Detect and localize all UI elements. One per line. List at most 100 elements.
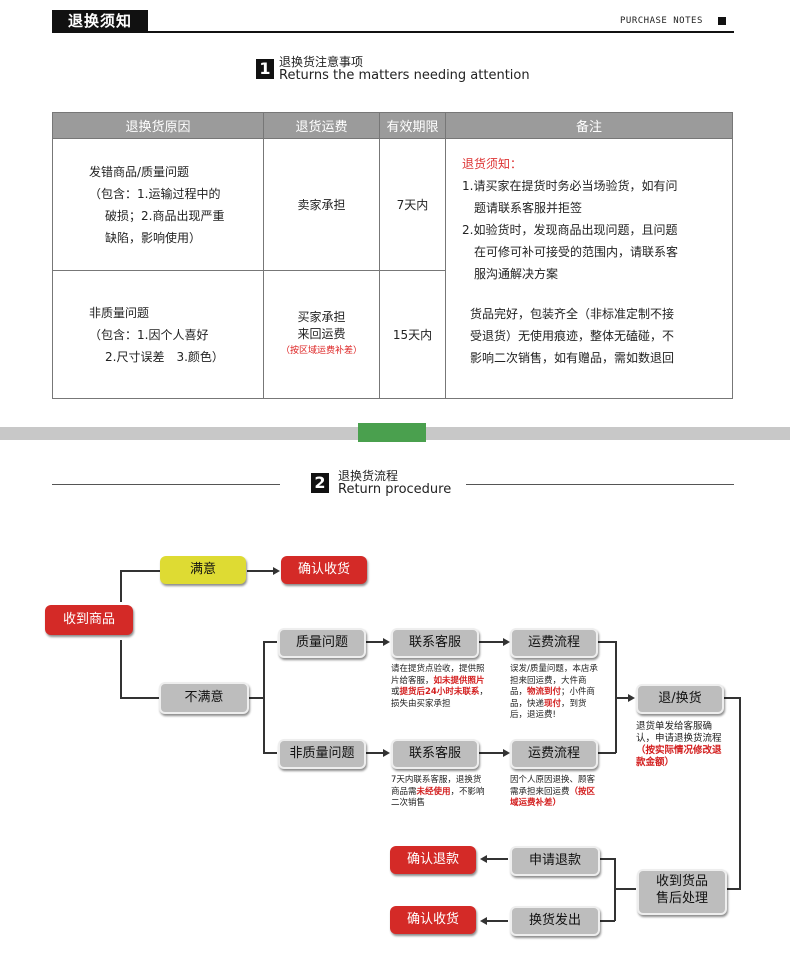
header-square-icon <box>718 17 726 25</box>
desc-fee-nonquality: 因个人原因退换、顾客需承担来回运费（按区域运费补差） <box>510 775 602 810</box>
step-receive-goods: 收到商品 <box>45 605 133 635</box>
step-confirm-refund: 确认退款 <box>390 846 476 874</box>
fee-note: （按区域运费补差） <box>280 346 362 356</box>
connector <box>120 640 122 698</box>
reason-cell: 非质量问题 （包含：1.因个人喜好 2.尺寸误差 3.颜色） <box>52 270 264 399</box>
arrow-right-icon <box>503 749 510 757</box>
connector <box>726 888 741 890</box>
desc-highlight: 未经使用 <box>416 786 451 797</box>
fee-line: 来回运费 <box>297 327 346 341</box>
arrow-left-icon <box>480 917 487 925</box>
table-header-cell: 退货运费 <box>263 112 380 139</box>
desc-return-exchange: 退货单发给客服确认，申请退换货流程（按实际情况修改退款金额） <box>636 721 728 769</box>
desc-contact-quality: 请在提货点验收，提供照片给客服，如未提供照片或提货后24小时未联系，损失由买家承… <box>391 664 491 710</box>
header-title: 退换须知 <box>52 10 148 32</box>
period-cell: 15天内 <box>379 270 446 399</box>
desc-text: 误发/质量问题，本店承担来回运费，大件商品， <box>510 664 598 697</box>
step-contact-service: 联系客服 <box>391 628 479 658</box>
step-unsatisfied: 不满意 <box>159 682 249 714</box>
remarks-line: 在可修可补可接受的范围内，请联系客 <box>474 245 679 259</box>
connector <box>599 920 615 922</box>
table-row: 非质量问题 （包含：1.因个人喜好 2.尺寸误差 3.颜色） 买家承担 来回运费… <box>52 270 733 399</box>
desc-text: ，不影响二次销售 <box>391 786 485 809</box>
section1-title-cn: 退换货注意事项 <box>279 55 364 69</box>
reason-line: 发错商品/质量问题 <box>89 164 190 179</box>
table-header-cell: 备注 <box>445 112 733 139</box>
section2-rule-left <box>52 484 280 485</box>
step-non-quality-issue: 非质量问题 <box>278 739 366 769</box>
step-ship-exchange: 换货发出 <box>510 906 600 936</box>
step-confirm-receipt-top: 确认收货 <box>281 556 367 584</box>
connector <box>263 752 277 754</box>
section2-title-cn: 退换货流程 <box>338 469 399 483</box>
connector <box>599 858 615 860</box>
connector <box>366 641 388 643</box>
desc-fee-quality: 误发/质量问题，本店承担来回运费，大件商品，物流到付；小件商品，快递现付，到货后… <box>510 664 602 722</box>
arrow-right-icon <box>628 694 635 702</box>
reason-line: 破损；2.商品出现严重 <box>105 208 225 223</box>
connector <box>596 641 616 643</box>
desc-text: ，到货后，退运费! <box>510 698 587 721</box>
reason-line: 缺陷，影响使用） <box>105 230 202 245</box>
period-cell: 7天内 <box>379 138 446 271</box>
arrow-left-icon <box>480 855 487 863</box>
connector <box>120 570 122 602</box>
remarks-line: 1.请买家在提货时务必当场验货，如有问 <box>462 179 678 193</box>
section2-rule-right <box>466 484 734 485</box>
step-fee-flow: 运费流程 <box>510 628 598 658</box>
remarks-line: 服沟通解决方案 <box>474 267 559 281</box>
desc-highlight: 如未提供照片 <box>433 675 485 686</box>
desc-text: ；小件商品，快递 <box>510 687 596 709</box>
notes-table: 退换货原因 退货运费 有效期限 备注 发错商品/质量问题 （包含：1.运输过程中… <box>52 112 733 399</box>
header-rule <box>52 31 734 33</box>
connector <box>120 570 160 572</box>
after-sale-line: 收到货品 <box>655 874 708 889</box>
section2-title-en: Return procedure <box>338 482 452 497</box>
reason-line: 非质量问题 <box>89 305 150 320</box>
fee-cell: 买家承担 来回运费 （按区域运费补差） <box>263 270 380 399</box>
table-header-cell: 退换货原因 <box>52 112 264 139</box>
section2-number: 2 <box>311 473 329 493</box>
desc-highlight: 物流到付 <box>527 687 562 697</box>
arrow-right-icon <box>383 749 390 757</box>
connector <box>366 752 388 754</box>
connector <box>486 920 508 922</box>
step-apply-refund: 申请退款 <box>510 846 600 876</box>
desc-text: 7天内联系客服，退换货商品需 <box>391 775 482 797</box>
arrow-right-icon <box>273 567 280 575</box>
desc-highlight: （按区域运费补差） <box>510 786 596 809</box>
table-header-row: 退换货原因 退货运费 有效期限 备注 <box>52 112 733 139</box>
step-satisfied: 满意 <box>160 556 246 584</box>
desc-text: 或 <box>391 687 400 697</box>
arrow-right-icon <box>503 638 510 646</box>
after-sale-line: 售后处理 <box>655 891 708 906</box>
desc-text: 因个人原因退换、顾客需承担来回运费 <box>510 775 596 797</box>
desc-text: 请在提货点验收，提供照片给客服， <box>391 664 485 686</box>
reason-line: 2.尺寸误差 3.颜色） <box>105 349 224 364</box>
remarks-para-line: 影响二次销售，如有赠品，需如数退回 <box>470 351 675 365</box>
connector <box>479 641 507 643</box>
remarks-line: 题请联系客服并拒签 <box>474 201 583 215</box>
connector <box>263 641 265 753</box>
remarks-para-line: 货品完好，包装齐全（非标准定制不接 <box>470 307 675 321</box>
step-contact-service: 联系客服 <box>391 739 479 769</box>
step-quality-issue: 质量问题 <box>278 628 366 658</box>
connector <box>722 697 740 699</box>
connector <box>247 570 277 572</box>
reason-line: （包含：1.运输过程中的 <box>89 186 221 201</box>
desc-contact-nonquality: 7天内联系客服，退换货商品需未经使用，不影响二次销售 <box>391 775 486 810</box>
reason-cell: 发错商品/质量问题 （包含：1.运输过程中的 破损；2.商品出现严重 缺陷，影响… <box>52 138 264 271</box>
step-confirm-receipt-bottom: 确认收货 <box>390 906 476 934</box>
header-right-text: PURCHASE NOTES <box>620 16 703 26</box>
remarks-line: 2.如验货时，发现商品出现问题，且问题 <box>462 223 678 237</box>
reason-line: （包含：1.因个人喜好 <box>89 327 209 342</box>
section1-number: 1 <box>256 59 274 79</box>
desc-highlight: 提货后24小时未联系 <box>399 687 480 697</box>
desc-highlight: （按实际情况修改退款金额） <box>636 745 722 768</box>
desc-text: ，损失由买家承担 <box>391 687 488 709</box>
desc-highlight: 现付 <box>544 698 562 709</box>
connector <box>615 697 631 699</box>
connector <box>120 697 160 699</box>
divider-accent <box>358 423 426 442</box>
connector <box>479 752 507 754</box>
